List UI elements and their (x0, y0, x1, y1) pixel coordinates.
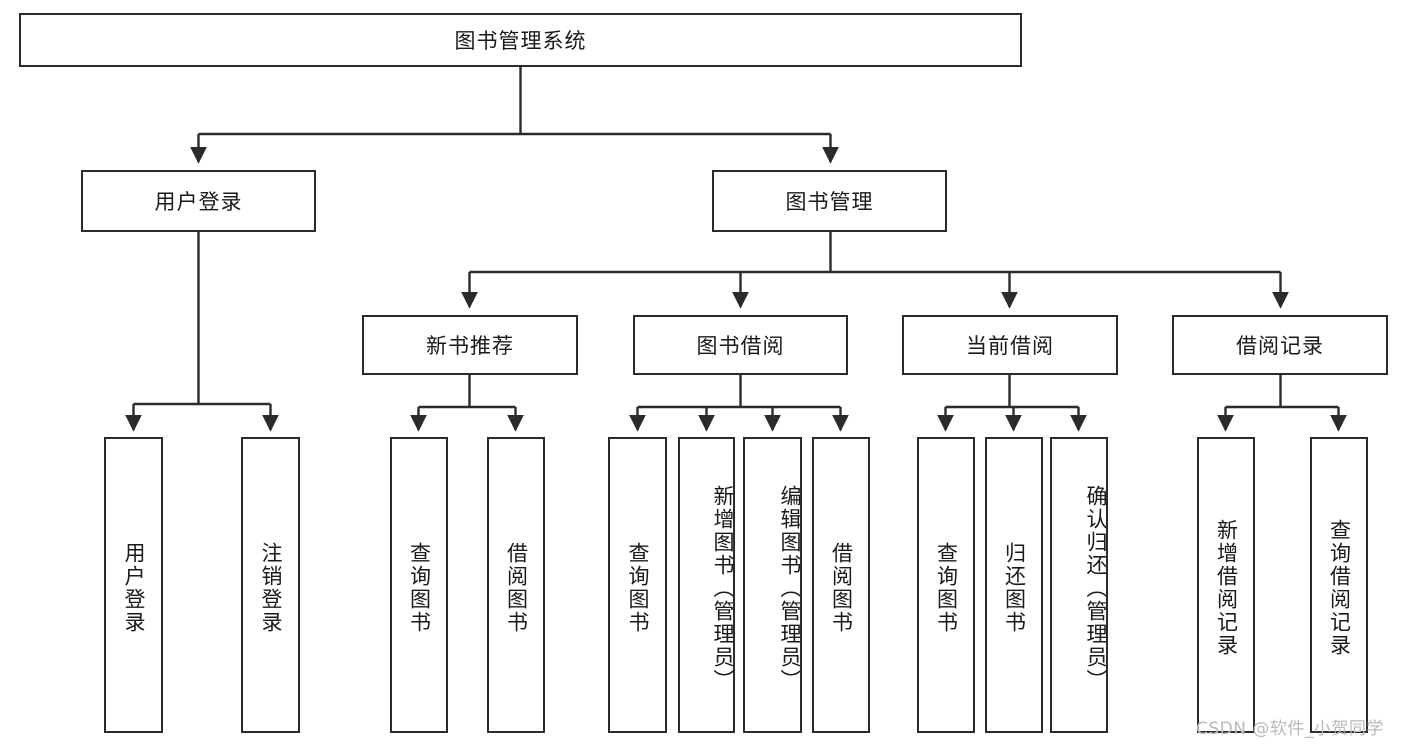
node-leaf-logout[interactable]: 注销登录 (241, 437, 300, 733)
node-leaf-borrow-book-2[interactable]: 借阅图书 (812, 437, 870, 733)
node-leaf-query-book-2[interactable]: 查询图书 (608, 437, 667, 733)
node-leaf-add-borrow-record[interactable]: 新增借阅记录 (1197, 437, 1255, 733)
node-leaf-confirm-return-admin-label: 确认归还（管理员） (1084, 484, 1108, 692)
node-user-login[interactable]: 用户登录 (81, 170, 316, 232)
node-book-borrow-label: 图书借阅 (696, 334, 785, 358)
node-new-book-recommend-label: 新书推荐 (426, 334, 514, 358)
node-leaf-confirm-return-admin[interactable]: 确认归还（管理员） (1050, 437, 1108, 733)
node-user-login-label: 用户登录 (154, 190, 243, 214)
node-leaf-query-book-3[interactable]: 查询图书 (917, 437, 975, 733)
node-leaf-add-book-admin-label: 新增图书（管理员） (711, 484, 735, 692)
node-leaf-logout-label: 注销登录 (259, 542, 283, 634)
node-leaf-query-book-1-label: 查询图书 (407, 542, 432, 634)
node-book-manage[interactable]: 图书管理 (712, 170, 947, 232)
node-leaf-add-borrow-record-label: 新增借阅记录 (1214, 519, 1239, 657)
node-root-label: 图书管理系统 (454, 29, 587, 53)
csdn-watermark: CSDN @软件_小贺同学 (1196, 719, 1384, 739)
node-current-borrow-label: 当前借阅 (966, 334, 1054, 358)
node-leaf-user-login[interactable]: 用户登录 (104, 437, 163, 733)
node-leaf-query-book-2-label: 查询图书 (626, 542, 650, 634)
node-book-borrow[interactable]: 图书借阅 (633, 315, 848, 375)
node-leaf-query-borrow-record[interactable]: 查询借阅记录 (1310, 437, 1368, 733)
node-leaf-add-book-admin[interactable]: 新增图书（管理员） (678, 437, 735, 733)
node-leaf-borrow-book-1[interactable]: 借阅图书 (487, 437, 545, 733)
node-borrow-record-label: 借阅记录 (1236, 334, 1324, 358)
node-leaf-edit-book-admin[interactable]: 编辑图书（管理员） (743, 437, 802, 733)
node-leaf-return-book[interactable]: 归还图书 (985, 437, 1043, 733)
node-leaf-edit-book-admin-label: 编辑图书（管理员） (778, 484, 802, 692)
node-leaf-query-book-3-label: 查询图书 (934, 542, 959, 634)
node-root[interactable]: 图书管理系统 (19, 13, 1022, 67)
node-leaf-return-book-label: 归还图书 (1002, 542, 1027, 634)
node-leaf-borrow-book-2-label: 借阅图书 (829, 542, 854, 634)
node-book-manage-label: 图书管理 (785, 190, 874, 214)
node-current-borrow[interactable]: 当前借阅 (902, 315, 1118, 375)
node-leaf-user-login-label: 用户登录 (122, 542, 146, 634)
node-borrow-record[interactable]: 借阅记录 (1172, 315, 1388, 375)
node-new-book-recommend[interactable]: 新书推荐 (362, 315, 578, 375)
node-leaf-query-book-1[interactable]: 查询图书 (390, 437, 448, 733)
node-leaf-borrow-book-1-label: 借阅图书 (504, 542, 529, 634)
node-leaf-query-borrow-record-label: 查询借阅记录 (1327, 519, 1352, 657)
